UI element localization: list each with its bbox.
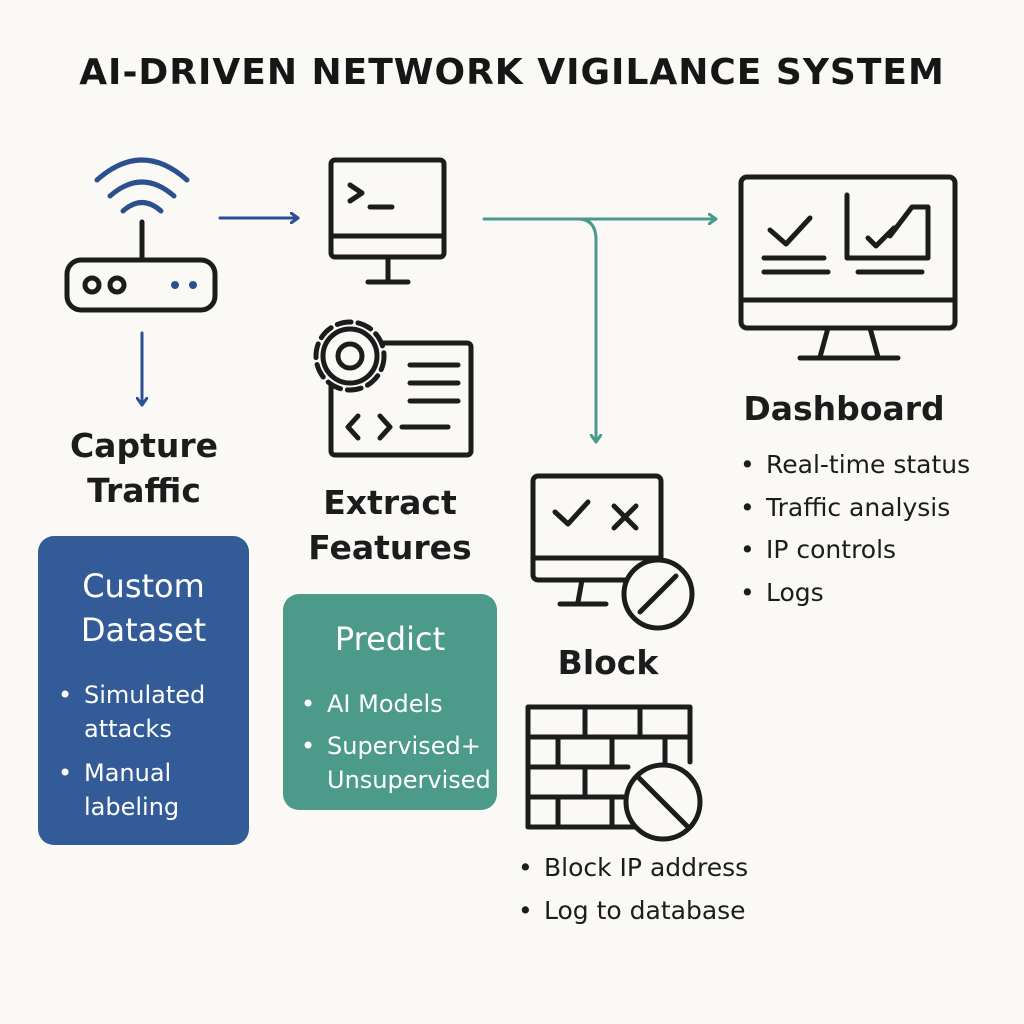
predict-item-list: AI Models Supervised+ Unsupervised [301,687,491,797]
list-item: Supervised+ Unsupervised [301,729,491,797]
list-item: Log to database [518,890,748,933]
list-item: Traffic analysis [740,487,970,530]
list-item: AI Models [301,687,491,721]
custom-dataset-box: Custom Dataset Simulated attacks Manual … [38,536,249,845]
block-label: Block [557,643,659,682]
dashboard-monitor-icon [738,174,958,361]
dashboard-feature-list: Real-time status Traffic analysis IP con… [740,444,970,614]
predict-box-title: Predict [334,620,446,658]
extract-features-label: Extract Features [290,480,490,570]
dataset-box-title: Custom Dataset [38,564,249,652]
list-item: Block IP address [518,847,748,890]
firewall-icon [525,704,703,842]
list-item-line: Manual [84,759,172,787]
list-item: Manual labeling [58,756,205,824]
list-item-line: AI Models [327,690,443,718]
list-item-line: Unsupervised [327,766,491,794]
extract-label-line-2: Features [308,528,472,567]
list-item-line: attacks [84,715,172,743]
router-icon [64,157,218,313]
gear-document-icon [313,319,474,458]
capture-traffic-label: Capture Traffic [44,423,244,513]
list-item: Logs [740,572,970,615]
predict-box: Predict AI Models Supervised+ Unsupervis… [283,594,497,810]
dashboard-label: Dashboard [743,389,945,428]
block-action-list: Block IP address Log to database [518,847,748,932]
block-monitor-icon [530,473,695,631]
extract-label-line-1: Extract [323,483,457,522]
list-item-line: Supervised+ [327,732,481,760]
list-item-line: Simulated [84,681,206,709]
list-item: Real-time status [740,444,970,487]
capture-label-line-1: Capture [69,426,219,465]
list-item-line: labeling [84,793,180,821]
terminal-monitor-icon [328,157,447,285]
capture-label-line-2: Traffic [87,471,201,510]
diagram-title: AI-DRIVEN NETWORK VIGILANCE SYSTEM [79,52,945,93]
dataset-title-line-1: Custom [82,567,205,605]
list-item: Simulated attacks [58,678,205,746]
dataset-item-list: Simulated attacks Manual labeling [58,678,205,824]
list-item: IP controls [740,529,970,572]
arrow-extract-flow [482,219,718,444]
dataset-title-line-2: Dataset [80,611,207,649]
